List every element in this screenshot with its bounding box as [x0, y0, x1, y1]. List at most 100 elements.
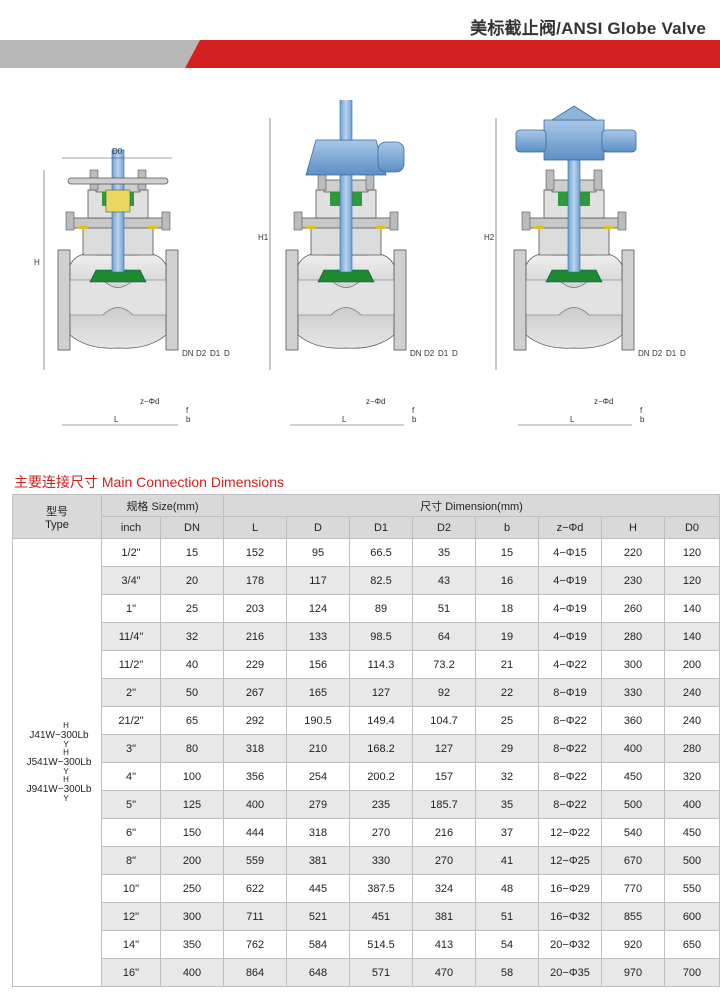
cell-dn: 125 [160, 790, 224, 819]
cell-inch: 3" [101, 734, 161, 763]
cell-d2: 216 [412, 818, 476, 847]
col-b: b [475, 516, 539, 539]
cell-d1: 127 [349, 678, 413, 707]
cell-d2: 413 [412, 930, 476, 959]
cell-b: 37 [475, 818, 539, 847]
col-d1: D1 [349, 516, 413, 539]
cell-b: 22 [475, 678, 539, 707]
col-zd: z−Φd [538, 516, 602, 539]
cell-d2: 92 [412, 678, 476, 707]
cell-d0: 120 [664, 566, 720, 595]
cell-zd: 12−Φ25 [538, 846, 602, 875]
cell-d2: 51 [412, 594, 476, 623]
cell-d: 648 [286, 958, 350, 987]
cell-l: 711 [223, 902, 287, 931]
cell-dn: 200 [160, 846, 224, 875]
cell-inch: 5" [101, 790, 161, 819]
dim-label-b-2: b [412, 415, 417, 424]
cell-d: 279 [286, 790, 350, 819]
cell-l: 216 [223, 622, 287, 651]
cell-h: 970 [601, 958, 665, 987]
dim-label-b-1: b [186, 415, 191, 424]
model-name: J941W−300Lb [26, 784, 92, 795]
cell-dn: 15 [160, 538, 224, 567]
cell-zd: 16−Φ29 [538, 874, 602, 903]
cell-zd: 12−Φ22 [538, 818, 602, 847]
cell-d0: 320 [664, 762, 720, 791]
cell-l: 622 [223, 874, 287, 903]
cell-d1: 571 [349, 958, 413, 987]
cell-h: 330 [601, 678, 665, 707]
cell-inch: 1" [101, 594, 161, 623]
cell-d1: 82.5 [349, 566, 413, 595]
cell-d2: 73.2 [412, 650, 476, 679]
dim-label-h: H [34, 258, 40, 267]
cell-inch: 16" [101, 958, 161, 987]
cell-dn: 400 [160, 958, 224, 987]
cell-b: 21 [475, 650, 539, 679]
col-d: D [286, 516, 350, 539]
cell-d2: 381 [412, 902, 476, 931]
cell-b: 29 [475, 734, 539, 763]
valve-gear-drawing [285, 100, 407, 351]
cell-d0: 450 [664, 818, 720, 847]
dim-label-dn-3: DN [638, 349, 650, 358]
model-sup-top: H [63, 748, 69, 757]
cell-dn: 32 [160, 622, 224, 651]
cell-d0: 700 [664, 958, 720, 987]
col-d0: D0 [664, 516, 720, 539]
cell-d1: 114.3 [349, 650, 413, 679]
cell-d1: 451 [349, 902, 413, 931]
cell-d1: 66.5 [349, 538, 413, 567]
cell-zd: 20−Φ35 [538, 958, 602, 987]
cell-l: 400 [223, 790, 287, 819]
cell-d2: 35 [412, 538, 476, 567]
cell-l: 203 [223, 594, 287, 623]
cell-zd: 4−Φ22 [538, 650, 602, 679]
dim-label-d-3: D [680, 349, 686, 358]
cell-zd: 8−Φ22 [538, 734, 602, 763]
model-sup-bottom: Y [63, 740, 69, 749]
cell-dn: 25 [160, 594, 224, 623]
cell-l: 559 [223, 846, 287, 875]
cell-d0: 200 [664, 650, 720, 679]
cell-zd: 8−Φ22 [538, 706, 602, 735]
dim-label-f-1: f [186, 406, 189, 415]
cell-dn: 20 [160, 566, 224, 595]
cell-h: 300 [601, 650, 665, 679]
cell-dn: 40 [160, 650, 224, 679]
cell-b: 35 [475, 790, 539, 819]
cell-d0: 650 [664, 930, 720, 959]
cell-l: 152 [223, 538, 287, 567]
cell-d1: 387.5 [349, 874, 413, 903]
model-sup-bottom: Y [63, 767, 69, 776]
cell-b: 54 [475, 930, 539, 959]
cell-inch: 2" [101, 678, 161, 707]
cell-dn: 250 [160, 874, 224, 903]
section-title: 主要连接尺寸 Main Connection Dimensions [14, 474, 284, 490]
cell-inch: 4" [101, 762, 161, 791]
cell-d0: 240 [664, 678, 720, 707]
cell-inch: 11/4" [101, 622, 161, 651]
cell-d: 117 [286, 566, 350, 595]
cell-dn: 50 [160, 678, 224, 707]
cell-d2: 324 [412, 874, 476, 903]
cell-inch: 3/4" [101, 566, 161, 595]
cell-dn: 100 [160, 762, 224, 791]
col-dn: DN [160, 516, 224, 539]
cell-h: 770 [601, 874, 665, 903]
dimensions-table: 型号 Type 规格 Size(mm) 尺寸 Dimension(mm) inc… [12, 494, 720, 987]
cell-d1: 168.2 [349, 734, 413, 763]
cell-d: 381 [286, 846, 350, 875]
dim-label-d-2: D [452, 349, 458, 358]
cell-dn: 65 [160, 706, 224, 735]
cell-d0: 140 [664, 594, 720, 623]
cell-d2: 104.7 [412, 706, 476, 735]
